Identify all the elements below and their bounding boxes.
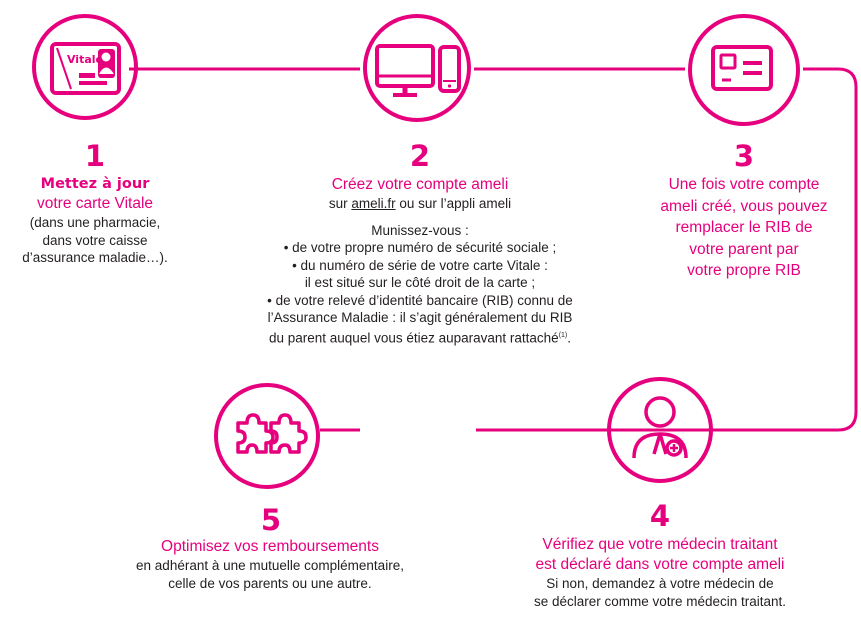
step-2-sub-rest: ou sur l’appli ameli: [395, 196, 512, 211]
step-4-title-2: est déclaré dans votre compte ameli: [535, 556, 785, 573]
step-5-number: 5: [260, 503, 282, 537]
step-5-title: Optimisez vos remboursements: [161, 538, 379, 555]
doctor-icon: [632, 396, 688, 459]
step-2-subtitle: sur ameli.fr ou sur l’appli ameli: [210, 195, 630, 213]
footnote-ref: (1): [558, 331, 568, 339]
step-1-title: votre carte Vitale: [36, 195, 154, 212]
step-4-icon-circle: [604, 374, 716, 486]
step-1-desc-1: (dans une pharmacie,: [29, 215, 161, 230]
connector-line: [129, 67, 858, 432]
step-5-text: Optimisez vos remboursements en adhérant…: [110, 537, 430, 592]
step-2-intro: Munissez-vous :: [371, 222, 469, 238]
step-1-icon-circle: Vitale: [29, 11, 141, 123]
step-3-line-2: ameli créé, vous pouvez: [660, 197, 828, 215]
card-label: Vitale: [67, 53, 103, 66]
step-3-line-3: remplacer le RIB de: [675, 219, 813, 236]
step-2-bullet-3-cont: l’Assurance Maladie : il s’agit générale…: [267, 310, 573, 325]
step-2-sub-prefix: sur: [328, 196, 352, 211]
step-5-desc-1: en adhérant à une mutuelle complémentair…: [136, 558, 404, 573]
step-5-desc-2: celle de vos parents ou une autre.: [168, 575, 372, 591]
ameli-link[interactable]: ameli.fr: [351, 196, 396, 211]
step-2-bullet-3-text: du parent auquel vous étiez auparavant r…: [268, 330, 559, 345]
step-1-desc-2: dans votre caisse: [42, 232, 148, 248]
step-5-icon-circle: [211, 380, 323, 492]
step-2-bullet-3: • de votre relevé d’identité bancaire (R…: [267, 292, 573, 308]
step-2-bullet-2: • du numéro de série de votre carte Vita…: [292, 257, 548, 273]
step-3-text: Une fois votre compte ameli créé, vous p…: [630, 174, 858, 282]
step-4-number: 4: [649, 499, 671, 533]
step-3-line-4: votre parent par: [689, 240, 799, 258]
step-1-text: Mettez à jour votre carte Vitale (dans u…: [0, 174, 190, 267]
id-card-icon: [711, 45, 773, 91]
step-2-title: Créez votre compte ameli: [331, 176, 509, 193]
step-4-desc-2: se déclarer comme votre médecin traitant…: [533, 593, 787, 609]
puzzle-icon: [236, 413, 308, 454]
step-2-icon-circle: [360, 11, 474, 125]
step-2-bullet-2-cont: il est situé sur le côté droit de la car…: [304, 275, 536, 290]
step-2-number: 2: [409, 139, 431, 173]
computer-phone-icon: [375, 44, 461, 97]
step-4-title-1: Vérifiez que votre médecin traitant: [542, 536, 778, 553]
step-2-bullet-1: • de votre propre numéro de sécurité soc…: [283, 240, 557, 255]
step-2-end: .: [567, 330, 572, 345]
step-1-title-bold: Mettez à jour: [40, 176, 150, 192]
step-3-icon-circle: [685, 11, 803, 129]
step-3-line-1: Une fois votre compte: [668, 176, 820, 193]
step-1-desc-3: d’assurance maladie…).: [22, 250, 168, 265]
vitale-card-icon: Vitale: [50, 42, 121, 95]
step-4-text: Vérifiez que votre médecin traitant est …: [490, 535, 830, 610]
step-2-bullet-3-end: du parent auquel vous étiez auparavant r…: [210, 327, 630, 347]
step-2-text: Créez votre compte ameli sur ameli.fr ou…: [210, 175, 630, 347]
step-3-number: 3: [733, 139, 755, 173]
step-3-line-5: votre propre RIB: [687, 262, 801, 279]
step-4-desc-1: Si non, demandez à votre médecin de: [546, 576, 774, 591]
step-1-number: 1: [84, 139, 106, 173]
